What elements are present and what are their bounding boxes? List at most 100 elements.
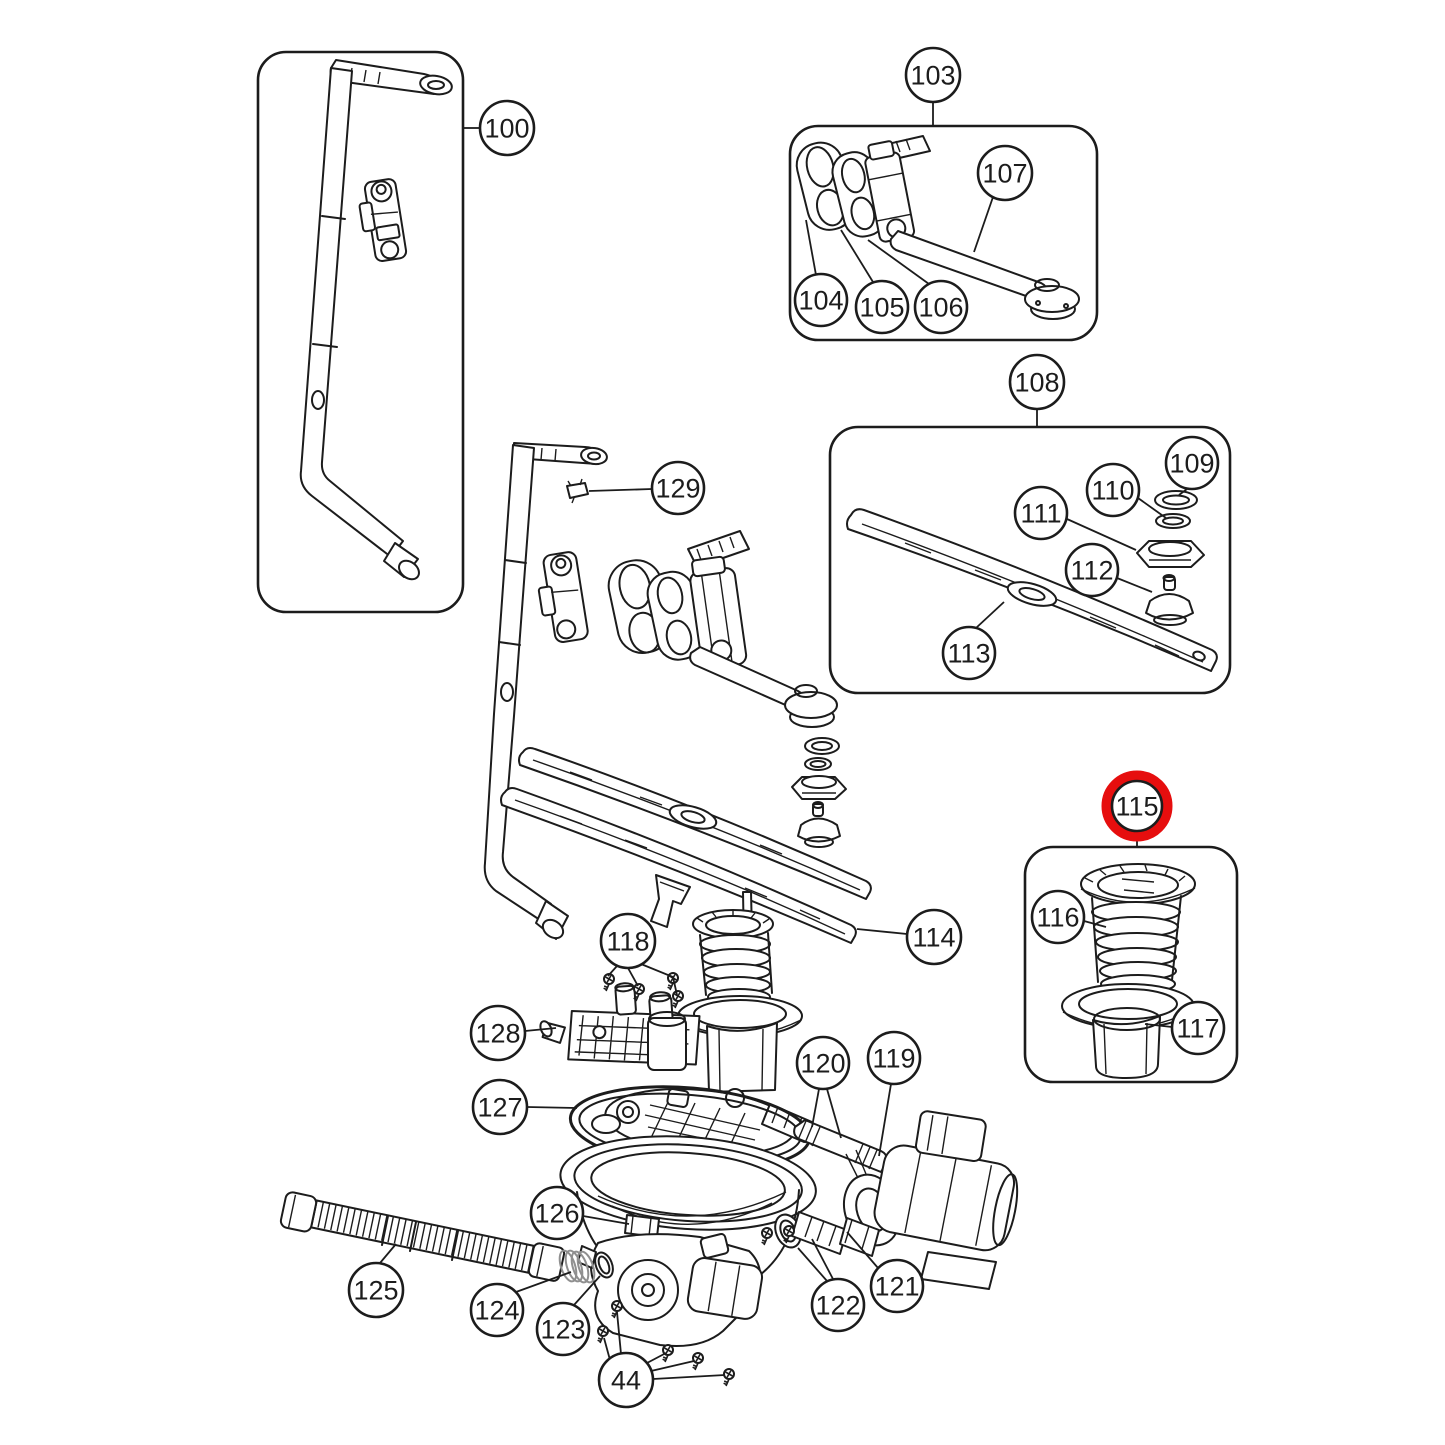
part-wash-pump-motor bbox=[843, 1110, 1019, 1290]
callout-number: 100 bbox=[484, 114, 529, 144]
part-mount-plate bbox=[539, 982, 701, 1071]
callout-number: 110 bbox=[1091, 476, 1134, 506]
part-retainer-clip bbox=[566, 478, 589, 504]
group-box-100 bbox=[256, 50, 465, 614]
callout-number: 114 bbox=[912, 923, 955, 953]
callout-105[interactable]: 105 bbox=[854, 279, 910, 335]
leader-44 bbox=[646, 1352, 667, 1364]
callout-number: 127 bbox=[477, 1093, 522, 1123]
leader-128 bbox=[524, 1027, 557, 1032]
callout-103[interactable]: 103 bbox=[904, 46, 962, 104]
leader-44 bbox=[652, 1374, 726, 1380]
leader-106 bbox=[867, 239, 930, 285]
callout-121[interactable]: 121 bbox=[869, 1258, 925, 1314]
leader-113 bbox=[975, 601, 1005, 629]
leader-123 bbox=[573, 1275, 601, 1306]
leader-126 bbox=[582, 1215, 630, 1225]
callout-number: 117 bbox=[1176, 1014, 1219, 1044]
leader-116 bbox=[1083, 920, 1107, 928]
screw bbox=[691, 1352, 704, 1371]
callout-114[interactable]: 114 bbox=[905, 908, 963, 966]
leader-120 bbox=[811, 1088, 820, 1128]
leader-122 bbox=[811, 1238, 834, 1280]
part-center-manifold bbox=[537, 530, 838, 728]
callout-number: 104 bbox=[798, 286, 843, 316]
leader-118 bbox=[627, 967, 639, 987]
leader-127 bbox=[526, 1106, 578, 1109]
part-drain-hose bbox=[279, 1191, 566, 1282]
part-sump-bowl bbox=[559, 1135, 817, 1292]
callout-number: 123 bbox=[540, 1315, 585, 1345]
callout-116[interactable]: 116 bbox=[1030, 889, 1086, 945]
callout-number: 105 bbox=[859, 293, 904, 323]
screw bbox=[722, 1368, 735, 1387]
callout-number: 103 bbox=[910, 61, 955, 91]
callout-number: 126 bbox=[534, 1199, 579, 1229]
leader-118 bbox=[640, 963, 678, 996]
part-filter-assembly bbox=[1061, 863, 1196, 1079]
callout-122[interactable]: 122 bbox=[810, 1277, 866, 1333]
callout-117[interactable]: 117 bbox=[1170, 1000, 1226, 1056]
callout-112[interactable]: 112 bbox=[1064, 542, 1120, 598]
callout-119[interactable]: 119 bbox=[866, 1030, 922, 1086]
leader-104 bbox=[805, 219, 817, 276]
callout-108[interactable]: 108 bbox=[1008, 353, 1066, 411]
callout-number: 118 bbox=[606, 927, 649, 957]
callout-126[interactable]: 126 bbox=[529, 1185, 585, 1241]
callout-124[interactable]: 124 bbox=[469, 1282, 525, 1338]
callout-123[interactable]: 123 bbox=[535, 1301, 591, 1357]
callout-number: 109 bbox=[1169, 449, 1214, 479]
leader-129 bbox=[588, 488, 653, 492]
screw bbox=[632, 983, 645, 1002]
screw bbox=[596, 1325, 609, 1344]
callout-44[interactable]: 44 bbox=[597, 1351, 655, 1409]
callout-number: 125 bbox=[353, 1276, 398, 1306]
callout-100[interactable]: 100 bbox=[478, 99, 536, 157]
callout-129[interactable]: 129 bbox=[650, 460, 706, 516]
callout-111[interactable]: 111 bbox=[1013, 485, 1069, 541]
callout-number: 107 bbox=[982, 159, 1027, 189]
part-hose-clamp bbox=[594, 1251, 614, 1279]
diagram-artwork bbox=[279, 59, 1218, 1387]
callout-128[interactable]: 128 bbox=[469, 1004, 527, 1062]
leader-122 bbox=[797, 1247, 828, 1282]
callout-118[interactable]: 118 bbox=[599, 912, 657, 970]
callout-110[interactable]: 110 bbox=[1085, 462, 1141, 518]
callout-number: 108 bbox=[1014, 368, 1059, 398]
callout-115[interactable]: 115 bbox=[1101, 770, 1173, 842]
callout-107[interactable]: 107 bbox=[976, 144, 1034, 202]
callout-number: 111 bbox=[1020, 499, 1061, 529]
part-drain-pump bbox=[577, 1233, 764, 1348]
leader-124 bbox=[515, 1271, 572, 1293]
part-circulation-hose bbox=[793, 1119, 888, 1173]
part-spray-arm-support-assembly bbox=[795, 135, 1080, 320]
leader-125 bbox=[379, 1243, 397, 1264]
callout-127[interactable]: 127 bbox=[471, 1078, 529, 1136]
group-box-115 bbox=[1023, 845, 1239, 1084]
leader-105 bbox=[840, 229, 874, 283]
callout-109[interactable]: 109 bbox=[1164, 435, 1220, 491]
group-box-108 bbox=[828, 425, 1232, 695]
callout-number: 120 bbox=[800, 1049, 845, 1079]
screw bbox=[602, 973, 615, 992]
callout-125[interactable]: 125 bbox=[347, 1261, 405, 1319]
callout-104[interactable]: 104 bbox=[793, 272, 849, 328]
group-box-103 bbox=[788, 124, 1099, 342]
leader-120 bbox=[826, 1088, 842, 1139]
part-hose-spring bbox=[558, 1249, 596, 1284]
leader-121 bbox=[846, 1231, 879, 1269]
leader-114 bbox=[856, 928, 908, 935]
callout-number: 116 bbox=[1036, 903, 1079, 933]
screw bbox=[671, 990, 684, 1009]
callout-number: 129 bbox=[655, 474, 700, 504]
callout-113[interactable]: 113 bbox=[941, 625, 997, 681]
leader-44 bbox=[650, 1360, 695, 1372]
part-lower-supply-tube bbox=[483, 442, 608, 940]
callout-number: 128 bbox=[475, 1019, 520, 1049]
leader-119 bbox=[878, 1083, 892, 1157]
callout-106[interactable]: 106 bbox=[913, 279, 969, 335]
callout-120[interactable]: 120 bbox=[795, 1035, 851, 1091]
